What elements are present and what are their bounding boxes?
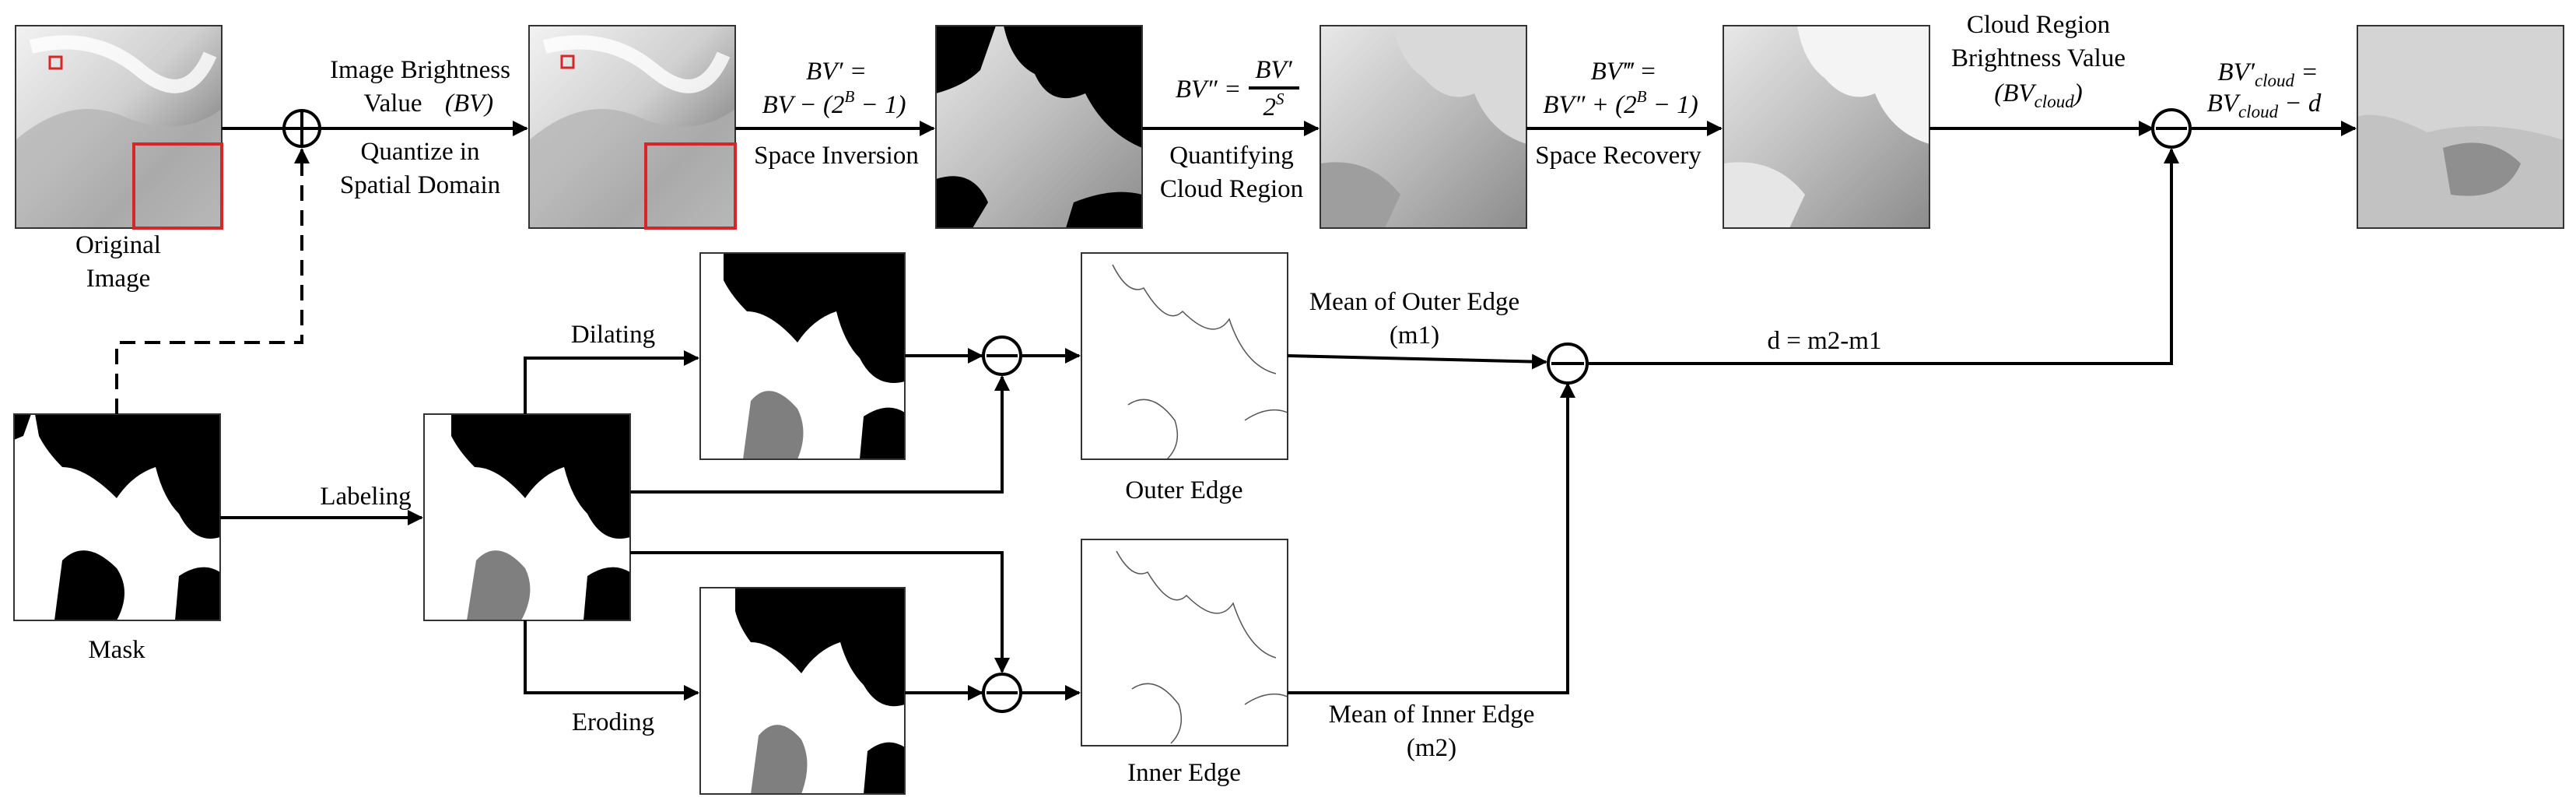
cloud-region-label-2: Brightness Value [1951,44,2126,72]
brightness-label-2: Value [363,90,422,118]
cloud-region-label: Cloud Region [1967,11,2110,39]
edge-labeled-to-minus-outer [630,375,1010,494]
quantified-image [1320,25,1527,229]
output-image [2357,25,2564,229]
roi-zoom-box-2 [644,142,737,230]
plus-operator [282,109,321,148]
outer-edge-image [1081,252,1288,460]
bv1-lhs: BV′ = [806,58,867,86]
space-inversion-label: Space Inversion [754,142,919,170]
original-image [15,25,223,230]
labeled-image [423,413,631,621]
bv1-rhs: BV − (2B − 1) [762,87,906,119]
roi-small-box [48,55,63,70]
edge-labeled-to-eroded [524,620,699,701]
outer-edge-label: Outer Edge [1125,476,1242,504]
brightness-symbol: (BV) [445,90,493,118]
dilating-label: Dilating [571,321,655,349]
edge-labeled-to-minus-inner [630,551,1010,673]
mean-outer-label: Mean of Outer Edge [1309,288,1519,316]
edge-mask-to-plus [115,148,310,414]
bv3-rhs: BV″ + (2B − 1) [1543,87,1698,119]
quantifying-label: Quantifying [1169,142,1293,170]
quantifying-label-2: Cloud Region [1160,175,1303,203]
bv2-lhs: BV″ = [1176,76,1242,104]
mask-image [13,413,221,621]
edge-d-to-final-minus [1587,148,2179,365]
bv2-numerator: BV′ [1255,56,1292,84]
quantize-label-2: Spatial Domain [340,171,500,199]
mean-inner-label: Mean of Inner Edge [1329,701,1535,729]
mask-label: Mask [88,636,145,664]
roi-zoom-box [132,142,223,230]
edge-inner-to-d [1288,382,1575,694]
minus-operator-outer [982,335,1022,376]
connectors [115,121,2357,701]
quantize-label: Quantize in [360,138,479,166]
minus-operator-inner [982,673,1022,713]
inverted-image [935,25,1143,229]
mean-inner-label-2: (m2) [1407,734,1456,762]
roi-small-box-2 [560,54,575,69]
edge-labeled-to-dilated [524,350,699,414]
space-recovery-label: Space Recovery [1535,142,1702,170]
bv2-denominator: 2S [1263,90,1285,121]
inner-edge-image [1081,539,1288,747]
recovered-image [1723,25,1930,229]
labeling-label: Labeling [320,483,411,511]
d-formula-label: d = m2-m1 [1768,327,1882,355]
final-formula-lhs: BV′cloud = [2217,58,2318,90]
eroded-image [699,587,906,795]
mean-outer-label-2: (m1) [1390,321,1439,350]
brightness-label: Image Brightness [330,56,510,84]
inner-edge-label: Inner Edge [1127,759,1241,787]
eroding-label: Eroding [572,708,654,736]
minus-operator-d [1547,343,1589,385]
bv3-lhs: BV‴ = [1591,58,1657,86]
original-image-label: Original [75,231,161,259]
cloud-bv-symbol: (BVcloud) [1994,79,2082,111]
edge-outer-to-d [1287,353,1547,370]
quantized-image [528,25,737,230]
dilated-image [699,252,906,460]
original-image-label-2: Image [86,265,150,293]
final-formula-rhs: BVcloud − d [2207,90,2322,121]
minus-operator-final [2151,108,2192,149]
